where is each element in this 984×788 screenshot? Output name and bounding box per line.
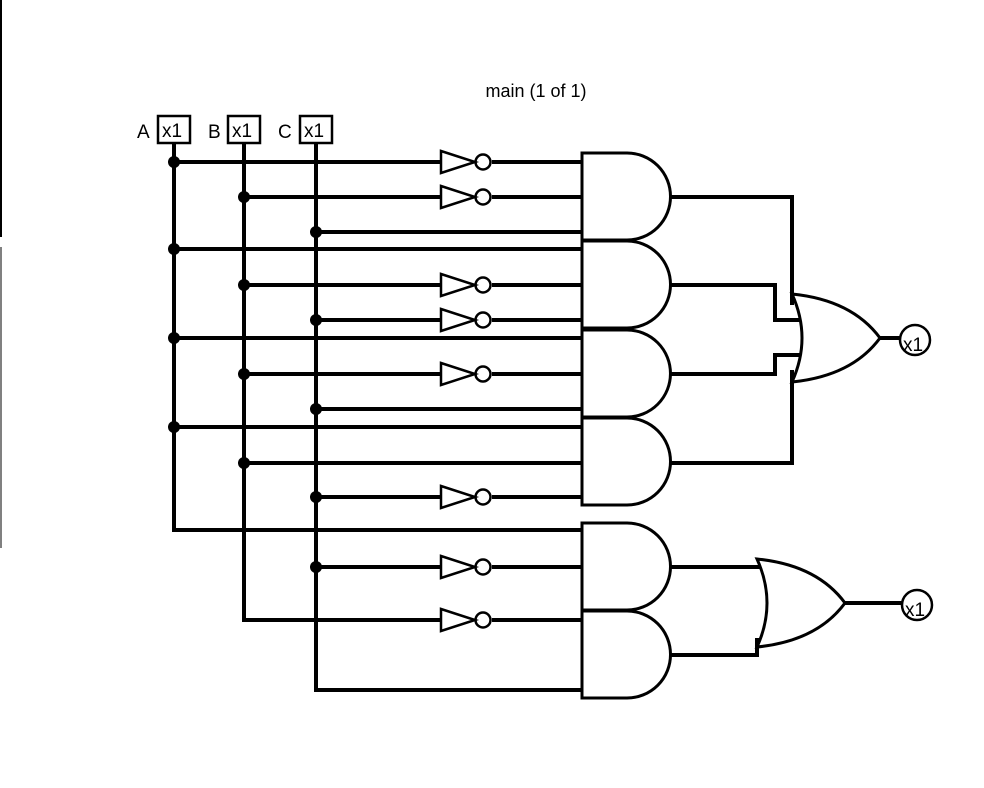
not-gate-body [439, 272, 480, 298]
input-a-label: A [137, 122, 150, 143]
output-1-label: x1 [903, 335, 923, 356]
junction [310, 403, 322, 415]
not-gate-body [439, 184, 480, 210]
not-gate-bubble [474, 276, 492, 294]
and-gates [580, 151, 672, 700]
junction [310, 561, 322, 573]
junction [168, 332, 180, 344]
bus-b [242, 143, 440, 622]
junction [168, 243, 180, 255]
junction [310, 491, 322, 503]
not-gates [439, 149, 492, 633]
wire-and3-or1 [670, 353, 800, 376]
junction [238, 279, 250, 291]
and-gate-2[interactable] [580, 239, 672, 330]
output-pin-1[interactable]: x1 [898, 323, 932, 357]
or-gate-1[interactable] [789, 292, 882, 384]
not-gate-bubble [474, 188, 492, 206]
and-gate-1[interactable] [580, 151, 672, 242]
bus-c [314, 143, 582, 692]
output-pin-2[interactable]: x1 [900, 588, 934, 622]
not-gate-bubble [474, 153, 492, 171]
output-1-circle [898, 323, 932, 357]
not-gate-body [439, 607, 480, 633]
junctions [168, 156, 322, 573]
input-pin-b[interactable]: B x1 [208, 114, 262, 145]
junction [238, 368, 250, 380]
junction [310, 226, 322, 238]
not-gate[interactable] [439, 484, 492, 510]
and-gate-6[interactable] [580, 609, 672, 700]
page-title: main (1 of 1) [485, 81, 586, 101]
wires-group [174, 160, 582, 622]
not-gate-body [439, 484, 480, 510]
junction [238, 191, 250, 203]
not-gate-bubble [474, 311, 492, 329]
and-gate-5[interactable] [580, 521, 672, 612]
not-gate-bubble [474, 365, 492, 383]
wire-and2-or1 [670, 283, 800, 322]
not-gate[interactable] [439, 149, 492, 175]
not-gate-bubble [474, 558, 492, 576]
junction [168, 421, 180, 433]
not-gate-body [439, 307, 480, 333]
or1-input-wires [670, 195, 800, 465]
not-gate[interactable] [439, 184, 492, 210]
input-pin-c[interactable]: C x1 [278, 114, 334, 145]
not-gate[interactable] [439, 554, 492, 580]
not-gate[interactable] [439, 272, 492, 298]
not-gate-body [439, 361, 480, 387]
not-gate[interactable] [439, 361, 492, 387]
input-a-box-label: x1 [162, 121, 182, 142]
and-gate-4[interactable] [580, 416, 672, 507]
output-2-label: x1 [905, 600, 925, 621]
junction [168, 156, 180, 168]
input-c-label: C [278, 122, 292, 143]
not-gate-bubble [474, 611, 492, 629]
and-gate-3[interactable] [580, 328, 672, 419]
bus-a [172, 143, 582, 532]
output-2-circle [900, 588, 934, 622]
junction [238, 457, 250, 469]
not-gate[interactable] [439, 307, 492, 333]
input-pin-a[interactable]: A x1 [137, 114, 192, 145]
wire-and1-or1 [670, 195, 794, 305]
not-gate[interactable] [439, 607, 492, 633]
not-gate-bubble [474, 488, 492, 506]
input-c-box-label: x1 [304, 121, 324, 142]
input-b-label: B [208, 122, 221, 143]
input-b-box-label: x1 [232, 121, 252, 142]
junction [310, 314, 322, 326]
or-gate-2[interactable] [754, 557, 847, 649]
not-gate-body [439, 149, 480, 175]
not-gate-body [439, 554, 480, 580]
wire-and6-or2 [670, 638, 765, 657]
wire-and4-or1 [670, 370, 794, 465]
